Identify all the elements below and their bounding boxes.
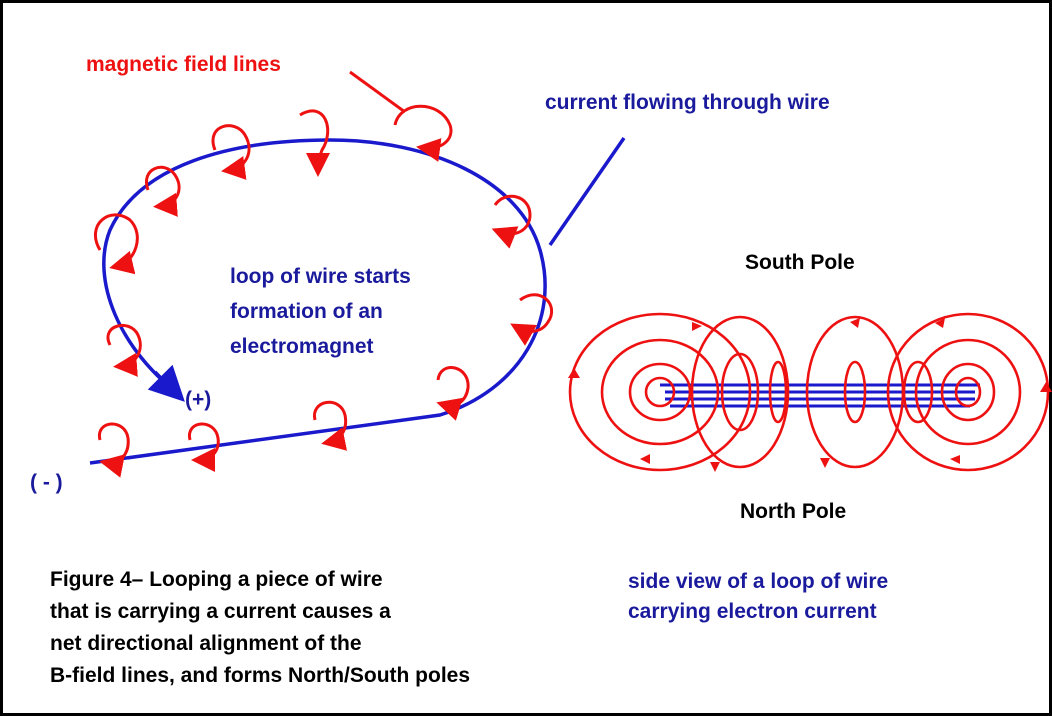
field-curl [211,124,251,180]
field-ring [768,360,788,424]
field-curl [510,293,554,346]
ring-arrowhead [710,462,720,472]
field-ring [843,360,867,424]
field-ring [568,312,752,472]
field-curl [144,165,181,217]
ring-arrowhead [568,368,580,378]
side-view-caption-line2: carrying electron current [628,600,877,623]
ring-arrowhead [640,454,650,464]
field-ring [690,315,790,469]
north-pole-label: North Pole [740,500,847,523]
loop-description-line1: loop of wire starts [230,265,411,288]
field-curl [299,109,331,177]
wire-loop-path [89,138,547,465]
field-curl [188,422,220,472]
loop-description-line2: formation of an [230,300,383,323]
side-view-arrowheads [568,318,1052,472]
figure-caption-line1: Figure 4– Looping a piece of wire [50,568,383,591]
field-curls [93,104,554,478]
figure-caption-line4: B-field lines, and forms North/South pol… [50,664,471,687]
field-curl [313,400,348,451]
field-ring [600,338,720,446]
side-view [568,312,1052,472]
wire-loop [89,137,626,465]
field-ring [720,352,760,432]
field-ring [628,362,692,422]
figure-caption-line3: net directional alignment of the [50,632,362,655]
field-ring [644,376,676,408]
field-ring [914,338,1022,446]
minus-terminal-label: ( - ) [30,471,63,494]
side-view-field-rings [568,312,1050,472]
magnetic-field-lines-label: magnetic field lines [86,53,281,76]
field-curl [393,104,453,162]
side-view-caption-line1: side view of a loop of wire [628,570,889,593]
pointer-line-current [548,137,626,246]
ring-arrowhead [935,318,945,328]
ring-arrowhead [850,318,860,328]
ring-arrowhead [692,322,702,331]
ring-arrowhead [820,458,830,468]
current-flowing-label: current flowing through wire [545,91,830,114]
field-curl [98,422,130,478]
south-pole-label: South Pole [745,251,855,274]
field-curl [93,213,139,275]
wire-current-arrow [147,364,185,402]
field-curl [106,324,142,377]
pointer-line-field [349,70,406,114]
field-ring [940,362,996,422]
field-curl [436,366,470,421]
side-view-loop [660,383,980,408]
loop-description-line3: electromagnet [230,335,374,358]
field-ring [954,376,982,408]
field-ring [902,360,934,424]
ring-arrowhead [1040,382,1052,392]
field-curl [491,194,532,249]
plus-terminal-label: (+) [185,388,212,411]
ring-arrowhead [950,455,960,464]
figure-caption-line2: that is carrying a current causes a [50,600,391,623]
